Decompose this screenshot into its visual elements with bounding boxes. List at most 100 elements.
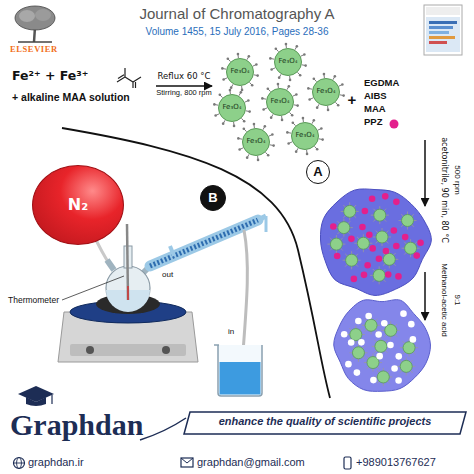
imprinted-cavity — [395, 377, 402, 384]
iron-oxide-core — [377, 371, 389, 383]
nanoparticle: Fe₃O₄ — [266, 88, 294, 116]
reaction-arrow — [156, 85, 212, 87]
template-molecule — [376, 256, 383, 263]
condition-text: Stirring, 800 rpm — [156, 89, 211, 98]
ligand-end — [222, 122, 225, 125]
ligand-end — [307, 87, 310, 90]
embedded-nanoparticle — [371, 206, 389, 224]
ligand-end — [230, 86, 233, 89]
template-molecule — [383, 248, 390, 255]
ligand-end — [251, 84, 254, 87]
ligand-end — [320, 127, 323, 130]
condenser — [150, 220, 258, 266]
cover-stripe — [429, 26, 453, 29]
ligand-end — [291, 114, 294, 117]
template-molecule — [366, 231, 373, 238]
elsevier-tree — [15, 6, 55, 42]
imprinted-cavity — [381, 320, 388, 327]
template-removed-polymer — [334, 300, 431, 392]
ligand-end — [240, 91, 243, 94]
imprinted-cavity — [395, 353, 402, 360]
embedded-nanoparticle — [335, 219, 353, 237]
imprinted-cavity — [355, 318, 362, 325]
ligand-end — [281, 119, 284, 122]
polymer-particle — [320, 189, 431, 391]
journal-title: Journal of Chromatography A — [139, 5, 334, 22]
ligand-end — [296, 104, 299, 107]
ligand-end — [243, 120, 246, 123]
polymer-matrix — [334, 300, 431, 392]
ligand-end — [257, 159, 260, 162]
ligand-end — [304, 64, 307, 67]
ligand-end — [264, 125, 267, 128]
ligand-end — [285, 43, 288, 46]
iron-oxide-core — [338, 222, 350, 234]
iron-oxide-core — [376, 231, 388, 243]
ligand-end — [262, 108, 265, 111]
ligand-end — [261, 97, 264, 100]
template-molecule — [348, 236, 355, 243]
process-arrow — [424, 140, 426, 206]
ligand-end — [299, 74, 302, 77]
embedded-nanoparticle — [374, 368, 392, 386]
embedded-nanoparticle — [341, 202, 359, 220]
imprinted-cavity — [354, 369, 361, 376]
tree-canopy — [15, 6, 55, 30]
ligand-end — [295, 150, 298, 153]
nanoparticle: Fe₃O₄ — [226, 58, 254, 86]
process-arrow — [424, 272, 426, 320]
mortarboard-tassel — [51, 395, 52, 404]
embedded-nanoparticle — [380, 250, 398, 268]
molecule-bond — [117, 68, 141, 88]
template-molecule — [359, 224, 366, 231]
tree-canopy — [19, 10, 35, 22]
particle-label: Fe₃O₄ — [230, 68, 249, 76]
ligand-end — [316, 148, 319, 151]
particle-label: Fe₃O₄ — [295, 132, 314, 140]
ligand-end — [286, 131, 289, 134]
ligand-end — [327, 109, 330, 112]
ligand-shell — [213, 43, 345, 161]
ligand-end — [270, 116, 273, 119]
cover-header — [426, 7, 460, 15]
particle-label: Fe₃O₄ — [278, 58, 297, 66]
ligand-end — [342, 94, 345, 97]
iron-oxide-core — [346, 254, 358, 266]
ligand-end — [237, 53, 240, 56]
hot-plate-knob — [162, 346, 170, 354]
template-molecule — [361, 272, 368, 279]
mail-icon — [181, 458, 193, 463]
ligand-end — [213, 103, 216, 106]
imprinted-cavity — [408, 321, 415, 328]
tagline: enhance the quality of scientific projec… — [219, 415, 432, 428]
ligand-end — [219, 93, 222, 96]
brand-name: Graphdan — [10, 408, 143, 443]
iron-oxide-core — [400, 360, 412, 372]
globe-icon — [14, 463, 25, 464]
iron-oxide-core — [352, 347, 364, 359]
ligand-end — [277, 83, 280, 86]
ligand-end — [243, 127, 246, 130]
step-marker: A — [306, 160, 330, 184]
molecule-bond — [118, 75, 124, 79]
ligand-end — [308, 98, 311, 101]
ligand-end — [287, 142, 290, 145]
publisher-name: ELSEVIER — [10, 45, 58, 55]
imprinted-cavity — [358, 339, 365, 346]
imprinted-cavity — [345, 361, 352, 368]
nanoparticle: Fe₃O₄ — [274, 48, 302, 76]
template-molecule — [402, 234, 409, 241]
embedded-nanoparticle — [349, 344, 367, 362]
condenser-end — [265, 216, 268, 232]
journal-cover — [424, 5, 462, 55]
ligand-end — [313, 77, 316, 80]
embedded-nanoparticle — [327, 235, 345, 253]
iron-oxide-core — [374, 209, 386, 221]
ligand-end — [270, 68, 273, 71]
nitrogen-balloon: N₂ — [32, 165, 124, 245]
imprinted-cavity — [391, 365, 398, 372]
imprinted-cavity — [341, 331, 348, 338]
ligand-end — [288, 85, 291, 88]
ligand-end — [306, 153, 309, 156]
step-marker: B — [200, 185, 226, 211]
